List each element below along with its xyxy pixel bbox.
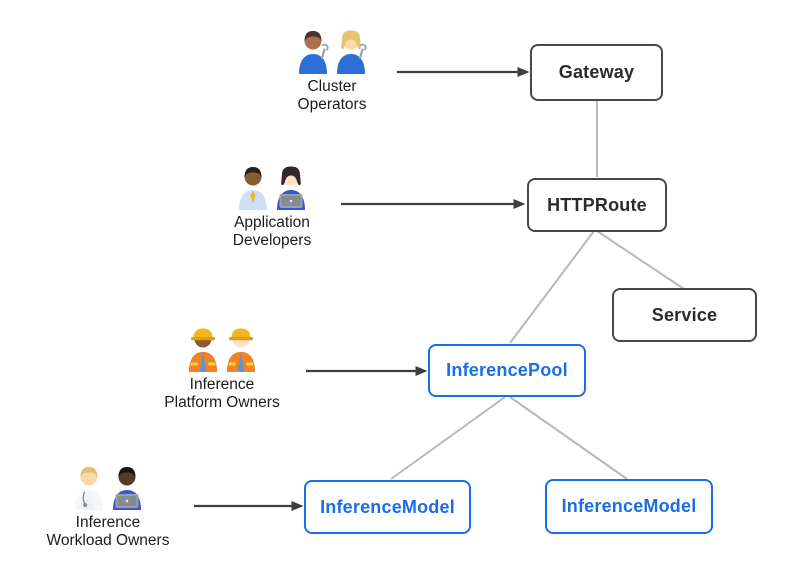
application-developers-icon — [236, 164, 308, 210]
persona-label-line1: Inference — [189, 376, 255, 393]
persona-cluster-operators-label: Cluster Operators — [298, 78, 367, 114]
persona-label-line2: Platform Owners — [164, 394, 280, 411]
node-httproute-label: HTTPRoute — [547, 194, 647, 215]
inference-platform-owners-icon — [186, 326, 258, 372]
persona-application-developers-label: Application Developers — [233, 214, 311, 250]
person-icon — [189, 328, 217, 372]
node-httproute: HTTPRoute — [527, 178, 667, 232]
node-gateway-label: Gateway — [558, 62, 635, 82]
edge-inferencepool-inferencemodel-left — [390, 396, 506, 480]
node-service-label: Service — [651, 304, 718, 325]
cluster-operators-icon — [296, 28, 368, 74]
person-icon — [337, 30, 367, 74]
persona-label-line1: Inference — [75, 514, 141, 531]
node-inferencepool: InferencePool — [428, 344, 586, 397]
person-icon — [113, 467, 141, 510]
person-icon — [239, 167, 267, 210]
edge-inferencepool-inferencemodel-right — [509, 396, 628, 480]
node-inferencemodel-right-label: InferenceModel — [561, 496, 697, 516]
persona-label-line2: Workload Owners — [46, 532, 170, 549]
edge-httproute-service — [596, 230, 685, 290]
node-service: Service — [612, 288, 757, 342]
inference-workload-owners-icon — [72, 464, 144, 510]
node-inferencemodel-left: InferenceModel — [304, 480, 471, 534]
person-icon — [299, 31, 329, 74]
person-icon — [277, 166, 305, 210]
persona-label-line1: Cluster — [307, 78, 357, 95]
persona-label-line2: Operators — [297, 96, 367, 113]
persona-label-line2: Developers — [232, 232, 312, 249]
node-gateway: Gateway — [530, 44, 663, 101]
node-inferencepool-label: InferencePool — [446, 360, 568, 380]
persona-label-line1: Application — [234, 214, 310, 231]
person-icon — [75, 467, 103, 510]
persona-inference-workload-owners-label: Inference Workload Owners — [47, 514, 170, 550]
persona-inference-platform-owners-label: Inference Platform Owners — [164, 376, 279, 412]
persona-inference-workload-owners: Inference Workload Owners — [13, 464, 203, 550]
persona-cluster-operators: Cluster Operators — [237, 28, 427, 114]
node-inferencemodel-right: InferenceModel — [545, 479, 713, 534]
persona-application-developers: Application Developers — [177, 164, 367, 250]
person-icon — [227, 328, 255, 372]
edge-httproute-inferencepool — [509, 230, 595, 344]
persona-inference-platform-owners: Inference Platform Owners — [127, 326, 317, 412]
node-inferencemodel-left-label: InferenceModel — [320, 496, 455, 517]
